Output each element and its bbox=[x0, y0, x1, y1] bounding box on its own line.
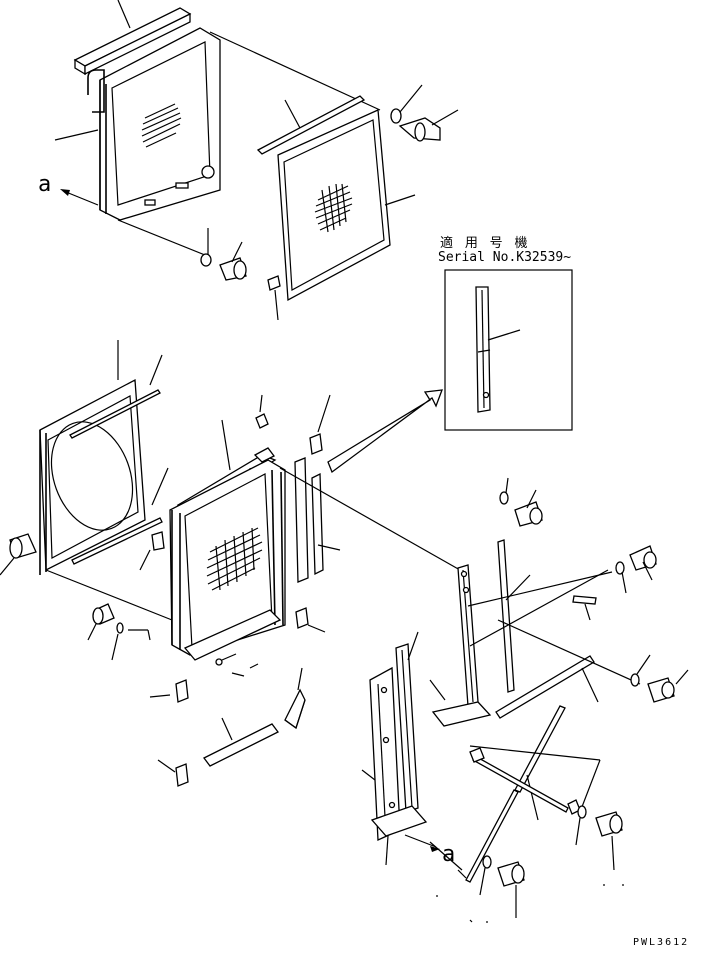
bottom-bar-bracket bbox=[203, 667, 306, 767]
top-washer-bolt bbox=[390, 84, 459, 142]
serial-inset-box bbox=[444, 269, 573, 431]
inset-pointer-arrow bbox=[327, 389, 443, 474]
top-dust-screen bbox=[267, 109, 416, 321]
seal-strip-top bbox=[256, 95, 366, 155]
serial-title: 適 用 号 機 bbox=[440, 236, 530, 251]
guard-bolt bbox=[200, 228, 247, 281]
top-radiator-guard bbox=[54, 0, 221, 221]
drain-cock bbox=[87, 603, 151, 661]
side-seal-strips bbox=[294, 457, 341, 583]
support-stays bbox=[361, 477, 689, 923]
marker-a-top: a bbox=[38, 172, 52, 197]
cushion-blocks bbox=[139, 394, 331, 787]
marker-a-bottom: a bbox=[442, 842, 456, 867]
serial-number: Serial No.K32539~ bbox=[438, 250, 572, 265]
core-pins bbox=[215, 653, 259, 677]
drawing-code: PWL3612 bbox=[633, 937, 690, 948]
guard-grille bbox=[141, 103, 182, 148]
core-mesh bbox=[206, 527, 263, 591]
radiator-core bbox=[169, 394, 286, 661]
screen-mesh bbox=[314, 183, 353, 233]
fan-shroud bbox=[0, 340, 169, 576]
